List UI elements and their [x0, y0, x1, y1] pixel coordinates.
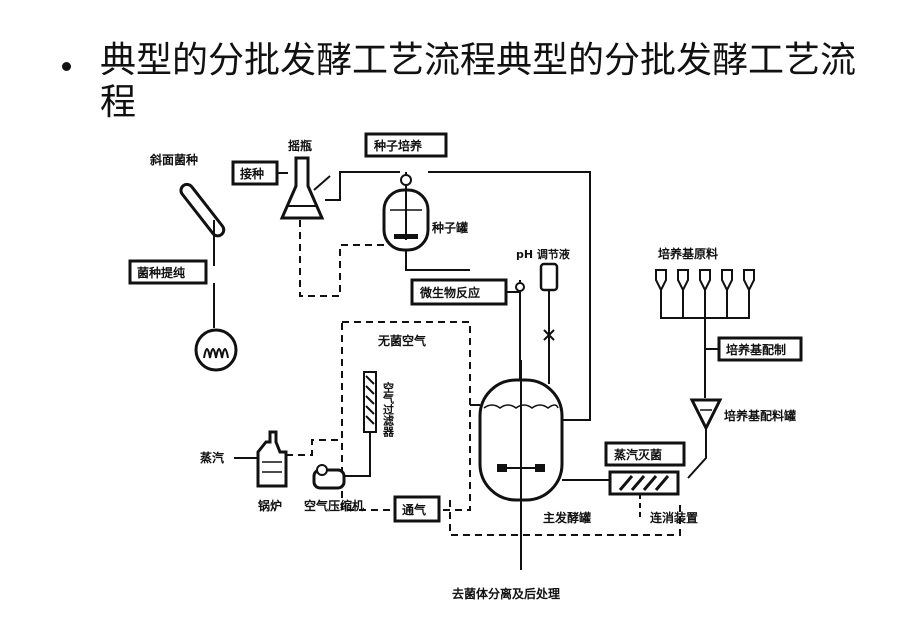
label-downstream: 去菌体分离及后处理 — [452, 586, 560, 601]
continuous-sterilizer-icon — [608, 470, 680, 496]
strain-purify-box: 菌种提纯 — [128, 259, 208, 285]
label-boiler: 锅炉 — [258, 498, 282, 513]
label-seed-culture: 种子培养 — [373, 138, 422, 153]
label-ventilation: 通气 — [402, 502, 426, 517]
shake-flask-icon — [279, 156, 331, 220]
seed-tank-icon — [382, 172, 430, 252]
steam-sterilize-box: 蒸汽灭菌 — [604, 441, 686, 467]
inoculate-box: 接种 — [231, 160, 279, 186]
medium-prep-box: 培养基配制 — [717, 336, 803, 362]
slant-tube-icon — [179, 182, 226, 266]
label-sterile-air: 无菌空气 — [377, 333, 426, 348]
air-filter-icon — [363, 371, 377, 464]
ph-bottle-icon — [539, 262, 559, 384]
compressor-icon — [312, 464, 346, 490]
microbial-reaction-box: 微生物反应 — [410, 278, 508, 306]
label-inoculate: 接种 — [240, 166, 264, 181]
medium-tank-icon — [687, 398, 723, 479]
label-seed-tank: 种子罐 — [431, 220, 468, 235]
medium-hoppers-icon — [655, 269, 755, 398]
label-medium-raw: 培养基原料 — [658, 246, 718, 261]
ventilation-box: 通气 — [393, 495, 441, 523]
bullet-item: 典型的分批发酵工艺流程典型的分批发酵工艺流程 — [62, 40, 862, 124]
boiler-icon — [256, 430, 288, 488]
label-shake-flask: 摇瓶 — [288, 138, 312, 153]
label-steam: 蒸汽 — [200, 450, 224, 465]
label-ph-regulator: pH 调节液 — [516, 247, 571, 261]
label-air-filter: 空气过滤器 — [382, 381, 396, 438]
label-medium-prep: 培养基配制 — [726, 342, 786, 357]
label-strain-purify: 菌种提纯 — [137, 265, 185, 280]
label-steam-sterilize: 蒸汽灭菌 — [614, 447, 662, 462]
incubator-coil-icon — [194, 328, 238, 372]
label-compressor: 空气压缩机 — [304, 498, 364, 513]
label-slant-tube: 斜面菌种 — [149, 152, 198, 167]
bullet-dot — [62, 62, 71, 71]
label-continuous-sterilizer: 连消装置 — [650, 510, 698, 525]
seed-culture-box: 种子培养 — [364, 132, 448, 158]
label-medium-tank-1: 培养基配料罐 — [724, 408, 796, 423]
label-main-fermenter: 主发酵罐 — [543, 510, 591, 525]
main-fermenter-icon — [478, 360, 564, 570]
label-microbial-reaction: 微生物反应 — [419, 285, 480, 300]
bullet-text: 典型的分批发酵工艺流程典型的分批发酵工艺流程 — [100, 40, 857, 123]
